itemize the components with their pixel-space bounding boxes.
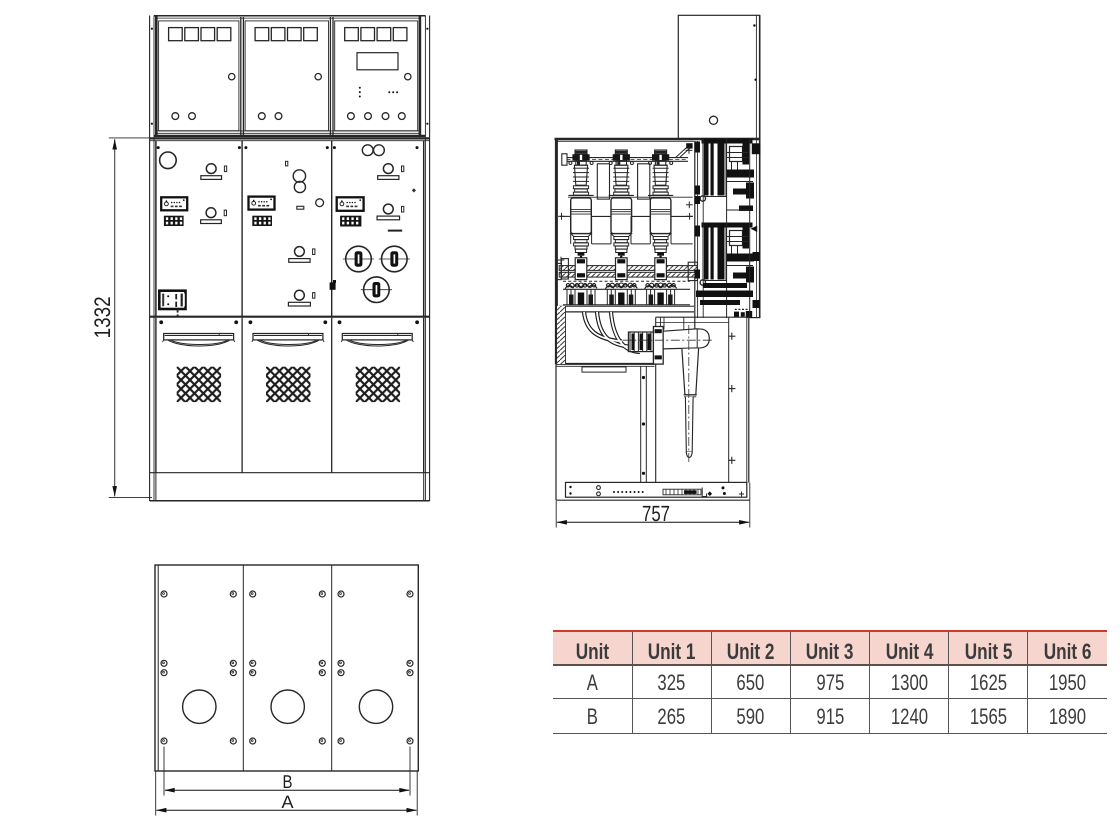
svg-text:B: B [283,771,293,792]
svg-text:757: 757 [642,501,670,526]
svg-text:A: A [281,792,293,812]
svg-text:1332: 1332 [90,296,115,338]
